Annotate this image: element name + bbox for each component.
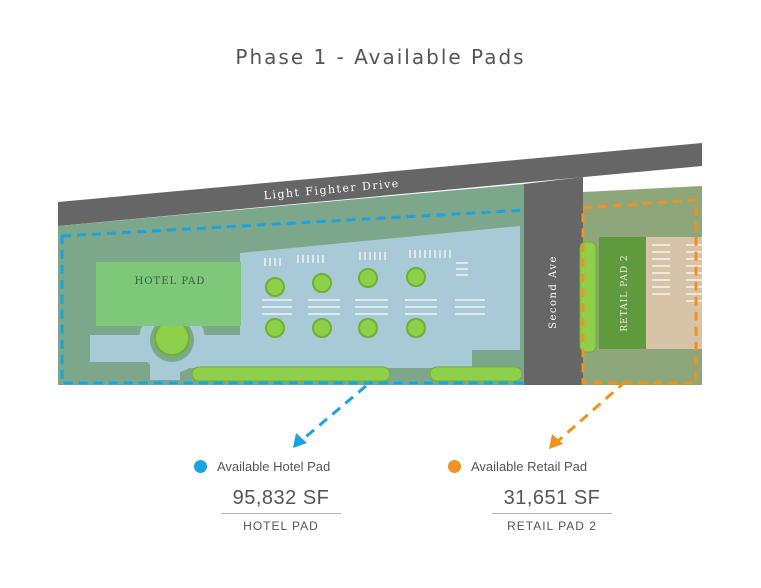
retail-pad-stat: 31,651 SF RETAIL PAD 2 bbox=[492, 487, 612, 533]
hotel-pad-area: 95,832 SF bbox=[221, 487, 341, 514]
retail-pad-area: 31,651 SF bbox=[492, 487, 612, 514]
page-title: Phase 1 - Available Pads bbox=[235, 45, 526, 69]
retail-leader-line bbox=[557, 379, 627, 443]
legend-hotel: Available Hotel Pad bbox=[194, 459, 330, 474]
hotel-leader-arrowhead bbox=[293, 433, 307, 448]
parking-stripes bbox=[262, 250, 485, 315]
parking-trees bbox=[265, 267, 426, 338]
second-ave-road bbox=[524, 177, 583, 385]
roundabout-tree bbox=[154, 320, 190, 356]
retail-parking-stripes bbox=[652, 244, 702, 302]
second-ave-label: Second Ave bbox=[548, 255, 559, 329]
hedge-row bbox=[191, 366, 523, 382]
hotel-pad-label: HOTEL PAD bbox=[135, 276, 206, 287]
legend-retail: Available Retail Pad bbox=[448, 459, 587, 474]
legend-hotel-label: Available Hotel Pad bbox=[217, 459, 331, 474]
hotel-leader-line bbox=[301, 384, 367, 442]
hotel-pad bbox=[96, 262, 241, 326]
retail-leader-arrowhead bbox=[549, 434, 563, 449]
retail-pad-2 bbox=[599, 237, 646, 349]
retail-pad-label: RETAIL PAD 2 bbox=[620, 254, 630, 331]
retail-pad-stat-label: RETAIL PAD 2 bbox=[507, 519, 597, 533]
legend-retail-label: Available Retail Pad bbox=[471, 459, 588, 474]
retail-parking bbox=[646, 237, 702, 349]
hotel-pad-stat: 95,832 SF HOTEL PAD bbox=[221, 487, 341, 533]
retail-pad-boundary bbox=[581, 198, 698, 385]
hotel-legend-dot bbox=[194, 460, 207, 473]
retail-legend-dot bbox=[448, 460, 461, 473]
hotel-pad-stat-label: HOTEL PAD bbox=[243, 519, 319, 533]
light-fighter-drive-road bbox=[58, 143, 702, 226]
